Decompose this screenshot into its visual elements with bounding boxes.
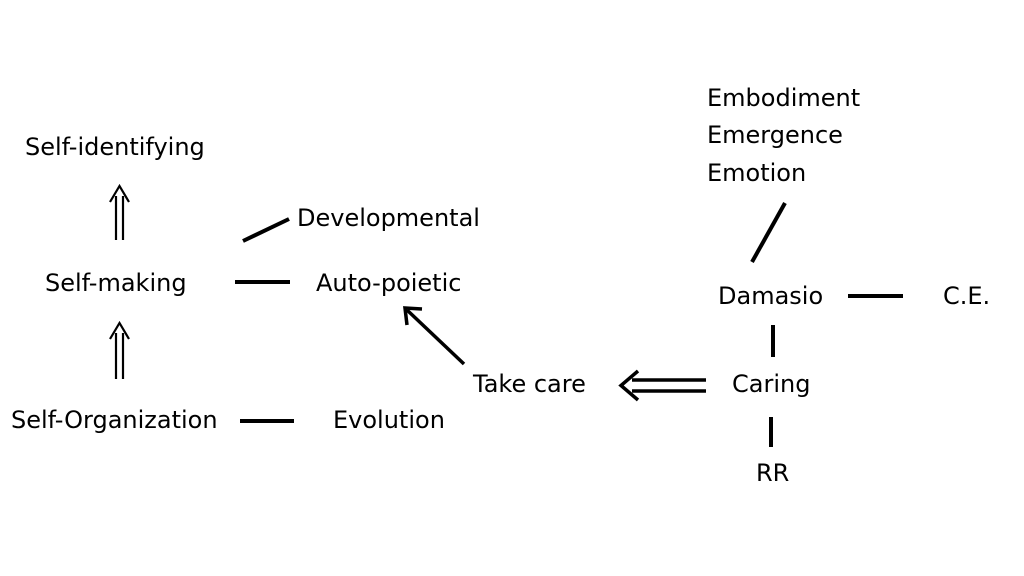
node-emotion: Emotion (707, 159, 807, 187)
edge-self-making-to-self-identifying (109, 183, 130, 240)
edge-caring-to-take-care (618, 369, 706, 402)
node-rr: RR (756, 459, 790, 487)
node-emergence: Emergence (707, 121, 843, 149)
node-developmental: Developmental (297, 204, 480, 232)
node-embodiment: Embodiment (707, 84, 861, 112)
node-take-care: Take care (473, 370, 586, 398)
node-damasio: Damasio (718, 282, 824, 310)
edge-self-organization-to-self-making (109, 320, 130, 379)
node-caring: Caring (732, 370, 811, 398)
node-self-organization: Self-Organization (11, 406, 218, 434)
edge-damasio-emotion (750, 202, 787, 263)
node-self-making: Self-making (45, 269, 187, 297)
node-auto-poietic: Auto-poietic (316, 269, 462, 297)
node-evolution: Evolution (333, 406, 445, 434)
node-ce: C.E. (943, 282, 991, 310)
edge-self-making-developmental (242, 217, 290, 243)
node-self-identifying: Self-identifying (25, 133, 205, 161)
edge-take-care-to-auto-poietic (403, 306, 466, 366)
